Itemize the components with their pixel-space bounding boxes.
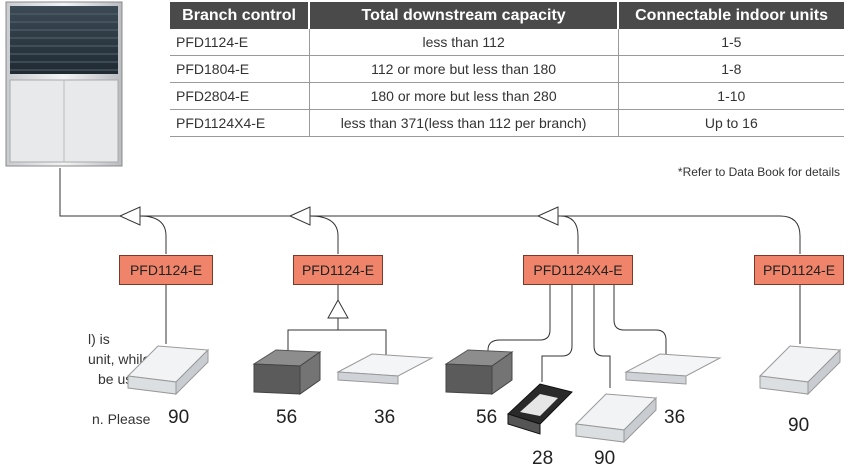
side-text-line: unit, while — [88, 351, 151, 367]
table-cell: less than 112 — [308, 29, 619, 56]
table-cell: PFD1804-E — [170, 55, 310, 83]
branch-joint-triangle-icon — [327, 298, 349, 319]
ceiling-suspended-icon — [336, 353, 434, 385]
table-row: PFD1804-E 112 or more but less than 180 … — [170, 55, 844, 83]
table-row: PFD1124-E less than 112 1-5 — [170, 29, 844, 56]
branch-controller-box: PFD1124-E — [119, 255, 213, 285]
side-text-line: l) is — [88, 331, 110, 347]
table-cell: 1-5 — [617, 29, 844, 56]
column-header: Connectable indoor units — [617, 2, 844, 29]
branch-control-table: Branch control Total downstream capacity… — [170, 2, 844, 137]
ceiling-cassette-icon — [758, 345, 842, 396]
branch-joint-triangle-icon — [288, 206, 311, 226]
table-cell: PFD2804-E — [170, 82, 310, 110]
ducted-unit-icon — [444, 349, 514, 395]
branch-controller-box: PFD1124X4-E — [523, 255, 633, 285]
column-header: Total downstream capacity — [308, 2, 619, 29]
table-cell: 112 or more but less than 180 — [308, 55, 619, 83]
table-cell: less than 371(less than 112 per branch) — [308, 109, 619, 137]
ceiling-cassette-icon — [574, 393, 658, 444]
capacity-label: 36 — [374, 407, 396, 428]
capacity-label: 56 — [476, 407, 498, 428]
ceiling-cassette-icon — [507, 383, 573, 435]
capacity-label: 90 — [594, 448, 616, 469]
ceiling-cassette-icon — [126, 345, 210, 396]
table-cell: 1-10 — [617, 82, 844, 110]
ceiling-suspended-icon — [624, 353, 722, 385]
table-footnote: *Refer to Data Book for details — [677, 165, 840, 179]
table-cell: PFD1124X4-E — [170, 109, 310, 137]
capacity-label: 36 — [664, 407, 686, 428]
side-text-line: n. Please — [92, 411, 151, 427]
branch-joint-triangle-icon — [118, 206, 141, 226]
column-header: Branch control — [170, 2, 310, 29]
table-cell: 1-8 — [617, 55, 844, 83]
table-cell: 180 or more but less than 280 — [308, 82, 619, 110]
capacity-label: 56 — [276, 407, 298, 428]
table-row: PFD1124X4-E less than 371(less than 112 … — [170, 109, 844, 137]
branch-controller-box: PFD1124-E — [293, 255, 383, 285]
capacity-label: 90 — [788, 415, 810, 436]
capacity-label: 28 — [532, 448, 554, 469]
table-row: PFD2804-E 180 or more but less than 280 … — [170, 82, 844, 110]
outdoor-unit-icon — [5, 1, 123, 167]
branch-joint-triangle-icon — [536, 206, 559, 226]
table-cell: Up to 16 — [617, 109, 844, 137]
capacity-label: 90 — [168, 407, 190, 428]
table-cell: PFD1124-E — [170, 29, 310, 56]
branch-controller-box: PFD1124-E — [754, 255, 844, 285]
ducted-unit-icon — [252, 349, 322, 395]
table-header-row: Branch control Total downstream capacity… — [170, 2, 844, 29]
